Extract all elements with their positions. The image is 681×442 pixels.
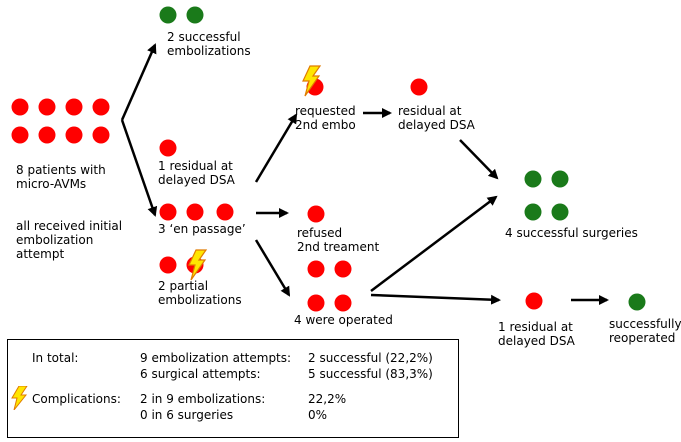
arrow-residual1-to-requested (254, 113, 298, 183)
arrow-operated-to-surgeries (370, 195, 498, 292)
residual2-label-2: delayed DSA (398, 118, 475, 132)
summary-box: In total: 9 embolization attempts: 2 suc… (7, 339, 459, 438)
total-result-emb: 2 successful (22,2%) (308, 351, 433, 365)
operated-dot-2 (334, 260, 352, 278)
residual2-dot-1 (410, 78, 428, 96)
complications-label: Complications: (32, 392, 121, 406)
comp-surg-pct: 0% (308, 408, 328, 422)
surgeries-dot-2 (551, 170, 569, 188)
en-passage-dot-2 (186, 203, 204, 221)
lightning-bolt-icon (11, 386, 28, 410)
arrow-en-passage-to-operated (254, 239, 291, 297)
bolts-group (188, 65, 322, 281)
success-top-label-1: 2 successful (167, 30, 241, 44)
comp-emb-pct: 22,2% (308, 392, 347, 406)
refused-label-2: 2nd treament (297, 240, 380, 254)
requested-bolt-icon (302, 65, 322, 97)
arrow-start-to-en-passage (120, 119, 158, 217)
operated-dot-4 (334, 294, 352, 312)
start-label-1: 8 patients with (16, 163, 106, 177)
operated-dot-3 (307, 294, 325, 312)
residual2-label-1: residual at (398, 104, 462, 118)
refused-dot-1 (307, 205, 325, 223)
en-passage-dot-1 (159, 203, 177, 221)
dots-group (11, 6, 646, 312)
start-dot-3 (65, 98, 83, 116)
start-label-3: all received initial (16, 219, 123, 233)
en-passage-dot-3 (216, 203, 234, 221)
total-label: In total: (32, 351, 79, 365)
residual1-dot-1 (159, 139, 177, 157)
start-dot-2 (38, 98, 56, 116)
start-dot-5 (11, 126, 29, 144)
requested-label-1: requested (295, 104, 356, 118)
arrow-residual2-to-surgeries (459, 139, 499, 180)
reoperated-label-2: reoperated (609, 331, 676, 345)
start-label-4: embolization (16, 233, 94, 247)
arrow-operated-to-residual3 (370, 293, 501, 305)
partial-label-2: embolizations (158, 293, 242, 307)
start-dot-4 (92, 98, 110, 116)
start-dot-6 (38, 126, 56, 144)
residual3-label-2: delayed DSA (498, 334, 575, 348)
start-dot-1 (11, 98, 29, 116)
operated-dot-1 (307, 260, 325, 278)
requested-label-2: 2nd embo (295, 118, 356, 132)
comp-surg: 0 in 6 surgeries (140, 408, 234, 422)
arrows-group (120, 43, 609, 305)
start-dot-8 (92, 126, 110, 144)
total-attempts-surg: 6 surgical attempts: (140, 367, 261, 381)
surgeries-dot-1 (524, 170, 542, 188)
success-top-dot-2 (186, 6, 204, 24)
total-attempts-emb: 9 embolization attempts: (140, 351, 292, 365)
surgeries-label: 4 successful surgeries (505, 226, 638, 240)
reoperated-dot-1 (628, 293, 646, 311)
residual3-label-1: 1 residual at (498, 320, 573, 334)
refused-label-1: refused (297, 226, 343, 240)
success-top-label-2: embolizations (167, 44, 251, 58)
comp-emb: 2 in 9 embolizations: (140, 392, 266, 406)
start-dot-7 (65, 126, 83, 144)
surgeries-dot-3 (524, 203, 542, 221)
arrow-start-to-success (120, 43, 157, 121)
residual3-dot-1 (525, 292, 543, 310)
partial-dot-1 (159, 256, 177, 274)
total-result-surg: 5 successful (83,3%) (308, 367, 433, 381)
partial-bolt-icon (188, 249, 208, 281)
reoperated-label-1: successfully (609, 317, 681, 331)
partial-label-1: 2 partial (158, 279, 209, 293)
start-label-2: micro-AVMs (16, 177, 87, 191)
en-passage-label: 3 ‘en passage’ (158, 222, 246, 236)
residual1-label-2: delayed DSA (158, 173, 235, 187)
surgeries-dot-4 (551, 203, 569, 221)
operated-label: 4 were operated (294, 313, 393, 327)
success-top-dot-1 (159, 6, 177, 24)
residual1-label-1: 1 residual at (158, 159, 233, 173)
start-label-5: attempt (16, 247, 65, 261)
